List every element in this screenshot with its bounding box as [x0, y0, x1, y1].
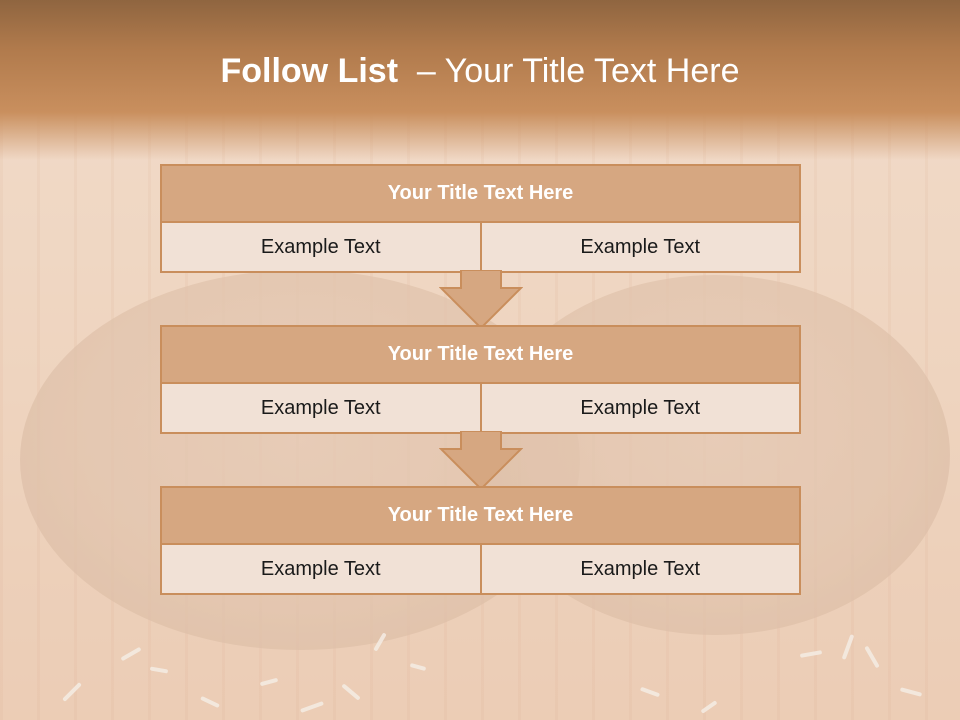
card-title: Your Title Text Here: [162, 327, 799, 384]
card-cell-left: Example Text: [260, 396, 381, 419]
slide-title-rest: – Your Title Text Here: [398, 52, 740, 90]
card-cell-right: Example Text: [479, 223, 800, 271]
card-cell-right: Example Text: [479, 384, 800, 432]
card-row: Example Text Example Text: [162, 545, 799, 593]
follow-card-2: Your Title Text Here Example Text Exampl…: [160, 325, 801, 434]
card-title: Your Title Text Here: [162, 488, 799, 545]
header-band: [0, 0, 960, 160]
follow-card-1: Your Title Text Here Example Text Exampl…: [160, 164, 801, 273]
card-cell-right: Example Text: [479, 545, 800, 593]
card-row: Example Text Example Text: [162, 223, 799, 271]
slide-title-bold: Follow List: [220, 52, 399, 90]
card-row: Example Text Example Text: [162, 384, 799, 432]
slide-title: Follow List – Your Title Text Here: [0, 52, 960, 91]
down-arrow-icon: [439, 431, 523, 491]
follow-card-3: Your Title Text Here Example Text Exampl…: [160, 486, 801, 595]
card-title: Your Title Text Here: [162, 166, 799, 223]
card-cell-left: Example Text: [260, 557, 381, 580]
down-arrow-icon: [439, 270, 523, 330]
card-cell-left: Example Text: [260, 235, 381, 258]
